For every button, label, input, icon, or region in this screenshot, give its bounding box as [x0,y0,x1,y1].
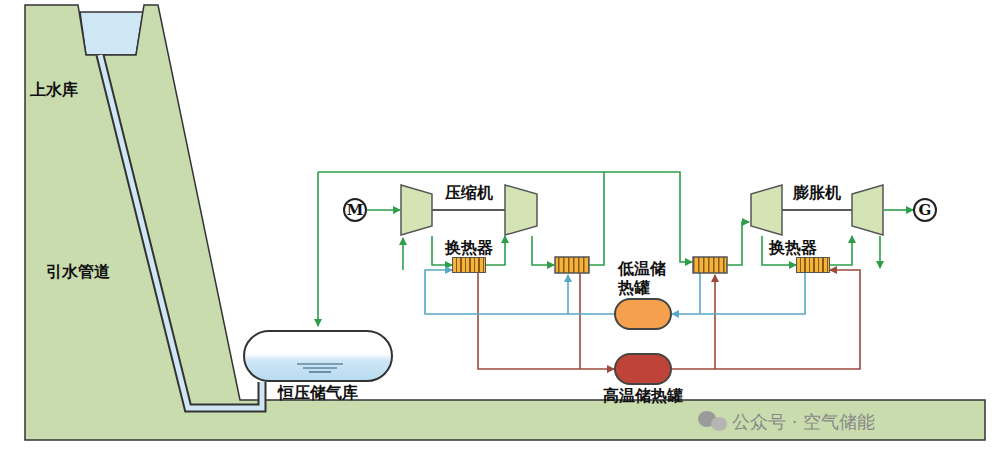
component-label: 换热器 [769,238,817,257]
air-pipe [532,236,554,265]
expander: 膨胀机 [750,184,884,236]
shaft [782,209,852,211]
turbomachine [852,185,883,235]
heat-exchanger [555,257,589,273]
water-line [297,363,343,364]
penstock [100,55,262,408]
high-temp-tank: 高温储热罐 [614,353,672,385]
pipe-label: 引水管道 [46,262,110,283]
cold-oil-pipe [567,275,569,314]
component-label: 压缩机 [445,183,493,202]
pipe-connector [884,209,913,211]
symbol-letter: M [347,201,364,219]
heat-exchanger: 换热器 [796,257,830,273]
air-pipe [589,172,604,265]
water-lines [245,332,395,384]
cold-oil-pipe [699,273,701,314]
pipe-connector [672,270,860,369]
pipe-connector [478,273,614,369]
watermark: 公众号 · 空气储能 [732,410,875,434]
penstock [100,55,262,408]
hot-oil-pipe [714,275,716,369]
air-pipe [317,172,319,326]
pipe-connector [367,209,400,211]
turbomachine [751,185,782,235]
air-pipe [727,222,749,265]
water-line [303,367,337,368]
component-label: 换热器 [445,238,493,257]
pipe-connector [830,236,852,265]
air-outlet [879,236,881,268]
generator-circle: G [913,198,937,222]
water-line [309,371,331,372]
pipe-connector [672,273,805,314]
air-inlet [402,238,404,270]
reservoir-label: 上水库 [30,80,78,101]
shaft [432,209,505,211]
component-label: 恒压储气库 [278,383,358,402]
hot-oil-pipe [579,273,581,369]
pipe-connector [425,270,614,314]
upper-reservoir [80,12,143,55]
turbomachine [505,185,537,235]
wechat-icon [711,417,727,431]
turbomachine [401,185,432,235]
motor-circle: M [343,198,367,222]
dam-ground [25,5,985,440]
low-temp-tank: 低温储 热罐 [614,298,672,330]
heat-exchanger [693,257,727,273]
compressor: 压缩机 [400,184,538,236]
component-label: 高温储热罐 [603,386,683,405]
heat-exchanger: 换热器 [452,257,486,273]
symbol-letter: G [919,201,932,219]
component-label: 膨胀机 [793,183,841,202]
component-label: 低温储 热罐 [618,259,670,297]
air-storage-tank: 恒压储气库 [243,330,393,382]
